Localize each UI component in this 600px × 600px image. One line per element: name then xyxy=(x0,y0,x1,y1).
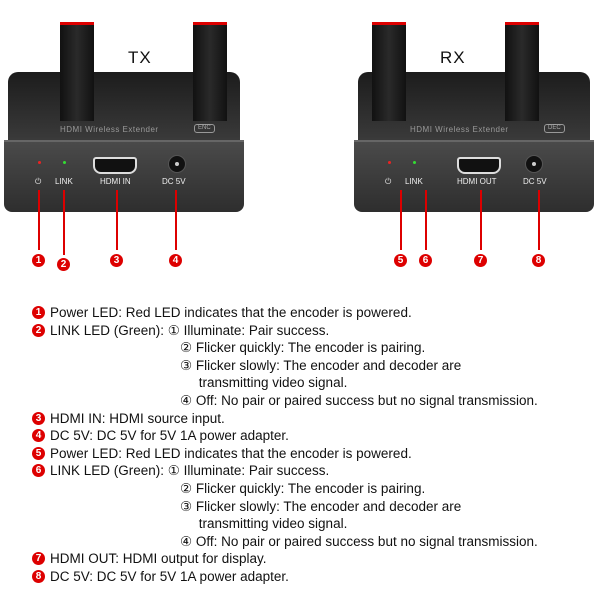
item-number: 7 xyxy=(32,552,45,566)
link-led xyxy=(413,161,416,164)
item-number: 4 xyxy=(32,429,45,443)
hdmi-label: HDMI IN xyxy=(100,177,131,186)
device-label: RX xyxy=(440,48,466,67)
sub-item-text: ② Flicker quickly: The encoder is pairin… xyxy=(180,340,426,356)
sub-item-text: ③ Flicker slowly: The encoder and decode… xyxy=(180,498,462,514)
antenna xyxy=(193,22,227,121)
callout-number: 7 xyxy=(474,254,487,267)
item-text: HDMI OUT: HDMI output for display. xyxy=(50,551,267,567)
hdmi-label: HDMI OUT xyxy=(457,177,497,186)
mode-badge: DEC xyxy=(544,124,565,133)
callout-number: 2 xyxy=(57,258,70,271)
callout-number: 4 xyxy=(169,254,182,267)
sub-item-text: transmitting video signal. xyxy=(180,516,348,532)
callout-line xyxy=(538,190,540,250)
item-text: Power LED: Red LED indicates that the en… xyxy=(50,445,412,461)
sub-item-text: ④ Off: No pair or paired success but no … xyxy=(180,393,538,408)
power-led xyxy=(388,161,391,164)
dc-label: DC 5V xyxy=(162,177,186,186)
callout-number: 6 xyxy=(419,254,432,267)
antenna xyxy=(372,22,406,121)
engraving: HDMI Wireless Extender xyxy=(60,125,159,134)
item-number: 8 xyxy=(32,570,45,583)
item-number: 2 xyxy=(32,323,45,337)
callout-number: 3 xyxy=(110,254,123,267)
sub-item-text: ④ Off: No pair or paired success but no … xyxy=(180,533,538,549)
item-text: DC 5V: DC 5V for 5V 1A power adapter. xyxy=(50,428,289,444)
sub-item-text: ② Flicker quickly: The encoder is pairin… xyxy=(180,481,426,496)
callout-line xyxy=(425,190,427,250)
device-front xyxy=(4,140,244,212)
link-label: LINK xyxy=(55,177,73,186)
link-led xyxy=(63,161,66,164)
item-number: 6 xyxy=(32,464,45,478)
dc-jack xyxy=(168,155,186,173)
item-text: LINK LED (Green): ① Illuminate: Pair suc… xyxy=(50,322,330,338)
item-text: LINK LED (Green): ① Illuminate: Pair suc… xyxy=(50,463,330,479)
callout-line xyxy=(38,190,40,250)
device-label: TX xyxy=(128,48,152,67)
callout-number: 5 xyxy=(394,254,407,267)
callout-line xyxy=(480,190,482,250)
power-symbol: ⏻ xyxy=(385,177,392,186)
callout-line xyxy=(116,190,118,250)
dc-label: DC 5V xyxy=(523,177,547,186)
item-number: 5 xyxy=(32,446,45,460)
callout-line xyxy=(400,190,402,250)
link-label: LINK xyxy=(405,177,423,186)
power-led xyxy=(38,161,41,164)
power-symbol: ⏻ xyxy=(35,177,42,186)
dc-jack xyxy=(525,155,543,173)
hdmi-port xyxy=(457,157,501,174)
hdmi-port xyxy=(93,157,137,174)
antenna xyxy=(505,22,539,121)
callout-line xyxy=(63,190,65,255)
callout-number: 8 xyxy=(532,254,545,267)
engraving: HDMI Wireless Extender xyxy=(410,125,509,134)
antenna xyxy=(60,22,94,121)
mode-badge: ENC xyxy=(194,124,215,133)
sub-item-text: transmitting video signal. xyxy=(180,375,348,391)
item-text: Power LED: Red LED indicates that the en… xyxy=(50,305,412,320)
callout-line xyxy=(175,190,177,250)
item-number: 1 xyxy=(32,306,45,319)
callout-number: 1 xyxy=(32,254,45,267)
device-front xyxy=(354,140,594,212)
item-text: HDMI IN: HDMI source input. xyxy=(50,410,225,426)
item-number: 3 xyxy=(32,411,45,425)
sub-item-text: ③ Flicker slowly: The encoder and decode… xyxy=(180,357,462,373)
item-text: DC 5V: DC 5V for 5V 1A power adapter. xyxy=(50,569,289,584)
